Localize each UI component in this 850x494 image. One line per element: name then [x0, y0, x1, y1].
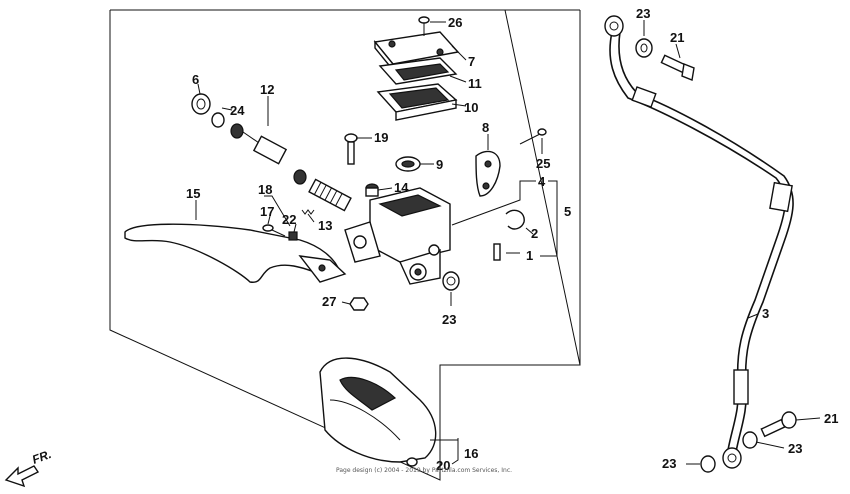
- boot-and-clip[interactable]: [191, 93, 225, 128]
- pivot-nut[interactable]: [288, 231, 298, 241]
- callout-11: 11: [468, 76, 482, 91]
- front-direction-label: FR.: [30, 447, 53, 467]
- diaphragm-seal[interactable]: [395, 156, 421, 172]
- holder-bolt[interactable]: [519, 128, 547, 145]
- callout-14: 14: [394, 180, 409, 195]
- callout-25: 25: [536, 156, 550, 171]
- callout-9: 9: [436, 157, 443, 172]
- callout-23-top: 23: [636, 6, 650, 21]
- front-arrow: FR.: [4, 447, 53, 488]
- pivot-bolt[interactable]: [262, 224, 286, 237]
- sealing-washer-top[interactable]: [635, 38, 653, 58]
- piston-set[interactable]: [230, 123, 352, 212]
- callout-22: 22: [282, 212, 296, 227]
- callout-4: 4: [538, 174, 546, 189]
- callout-24: 24: [230, 103, 245, 118]
- callout-23-body: 23: [442, 312, 456, 327]
- callout-19: 19: [374, 130, 388, 145]
- callout-17: 17: [260, 204, 274, 219]
- callout-12: 12: [260, 82, 274, 97]
- copyright-notice: Page design (c) 2004 - 2019 by Partzilla…: [336, 467, 512, 474]
- sealing-washer-body[interactable]: [442, 271, 460, 291]
- callout-1: 1: [526, 248, 533, 263]
- master-cylinder-body[interactable]: [344, 187, 451, 285]
- cap-screw[interactable]: [418, 16, 430, 36]
- switch-bolt[interactable]: [344, 133, 358, 165]
- brake-lever[interactable]: [124, 223, 347, 283]
- diaphragm[interactable]: [376, 83, 458, 121]
- mirror-holder[interactable]: [475, 150, 501, 197]
- reservoir-cap[interactable]: [373, 31, 460, 72]
- callout-23-bottom: 23: [662, 456, 676, 471]
- callout-26: 26: [448, 15, 462, 30]
- sealing-washer-bottom[interactable]: [700, 455, 716, 473]
- callout-6: 6: [192, 72, 199, 87]
- callout-18: 18: [258, 182, 272, 197]
- callout-2: 2: [531, 226, 538, 241]
- callout-13: 13: [318, 218, 332, 233]
- oil-bolt-bottom[interactable]: [760, 411, 797, 438]
- callout-3: 3: [762, 306, 769, 321]
- callout-8: 8: [482, 120, 489, 135]
- callout-5: 5: [564, 204, 571, 219]
- callout-15: 15: [186, 186, 200, 201]
- lever-spring[interactable]: [301, 209, 315, 215]
- callout-10: 10: [464, 100, 478, 115]
- cover-screw[interactable]: [406, 457, 418, 467]
- holder-screw[interactable]: [493, 243, 501, 261]
- callout-labels: 1 2 3 4 5 6 7 8 9 10 11 12 13 14 15 16 1…: [186, 6, 838, 473]
- sealing-washer-right[interactable]: [742, 431, 758, 449]
- master-cylinder-cover[interactable]: [319, 357, 437, 463]
- callout-20: 20: [436, 458, 450, 473]
- callout-16: 16: [464, 446, 478, 461]
- oil-bolt-top[interactable]: [660, 54, 695, 81]
- callout-7: 7: [468, 54, 475, 69]
- callout-21-top: 21: [670, 30, 684, 45]
- callout-23-right: 23: [788, 441, 802, 456]
- callout-27: 27: [322, 294, 336, 309]
- holder-clamp[interactable]: [505, 209, 525, 230]
- dust-cap[interactable]: [365, 183, 379, 197]
- lock-nut[interactable]: [349, 297, 369, 311]
- callout-21-bottom: 21: [824, 411, 838, 426]
- leader-lines: [195, 20, 821, 465]
- brake-hose[interactable]: [604, 15, 794, 469]
- arrow-left-icon: [4, 465, 40, 488]
- diaphragm-plate[interactable]: [378, 57, 458, 85]
